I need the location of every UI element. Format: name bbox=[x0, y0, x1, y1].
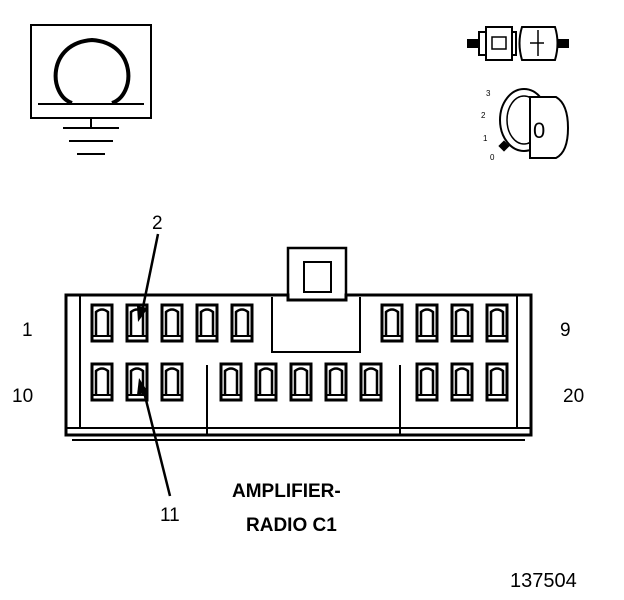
ignition-pos-2: 2 bbox=[481, 111, 486, 120]
ignition-pos-3: 3 bbox=[486, 89, 491, 98]
pin-label-9: 9 bbox=[560, 320, 571, 341]
connector-cavity-4 bbox=[195, 303, 219, 343]
connector-caption-line2: RADIO C1 bbox=[246, 515, 337, 536]
connector-cavity-18 bbox=[415, 362, 439, 402]
connector-cavity-3 bbox=[160, 303, 184, 343]
connector-cavity-8 bbox=[450, 303, 474, 343]
connector-caption-line1: AMPLIFIER- bbox=[232, 481, 341, 502]
pin-label-1: 1 bbox=[22, 320, 33, 341]
connector-cavity-20 bbox=[485, 362, 509, 402]
connector-icon bbox=[467, 26, 569, 61]
connector-cavity-13 bbox=[219, 362, 243, 402]
ohmmeter-ground-icon bbox=[30, 24, 152, 155]
connector-cavity-14 bbox=[254, 362, 278, 402]
ignition-pos-0: 0 bbox=[490, 153, 495, 162]
pin-label-10: 10 bbox=[12, 386, 33, 407]
pin-11-leader bbox=[137, 378, 172, 497]
connector-cavity-12 bbox=[160, 362, 184, 402]
ignition-key-icon: 3 2 1 0 0 bbox=[481, 88, 570, 162]
pin-label-2: 2 bbox=[152, 213, 163, 234]
ignition-key-face: 0 bbox=[533, 118, 545, 143]
connector-cavity-1 bbox=[90, 303, 114, 343]
connector-cavity-19 bbox=[450, 362, 474, 402]
connector-housing bbox=[64, 246, 533, 441]
ignition-pos-1: 1 bbox=[483, 134, 488, 143]
connector-cavity-7 bbox=[415, 303, 439, 343]
connector-cavity-5 bbox=[230, 303, 254, 343]
connector-cavity-10 bbox=[90, 362, 114, 402]
connector-cavity-17 bbox=[359, 362, 383, 402]
connector-cavities bbox=[90, 303, 509, 402]
connector-cavity-6 bbox=[380, 303, 404, 343]
pin-2-leader bbox=[137, 233, 160, 322]
connector-cavity-2 bbox=[125, 303, 149, 343]
pin-label-20: 20 bbox=[563, 386, 584, 407]
figure-id: 137504 bbox=[510, 570, 577, 592]
pin-label-11: 11 bbox=[160, 505, 180, 526]
connector-cavity-9 bbox=[485, 303, 509, 343]
connector-cavity-16 bbox=[324, 362, 348, 402]
connector-cavity-15 bbox=[289, 362, 313, 402]
